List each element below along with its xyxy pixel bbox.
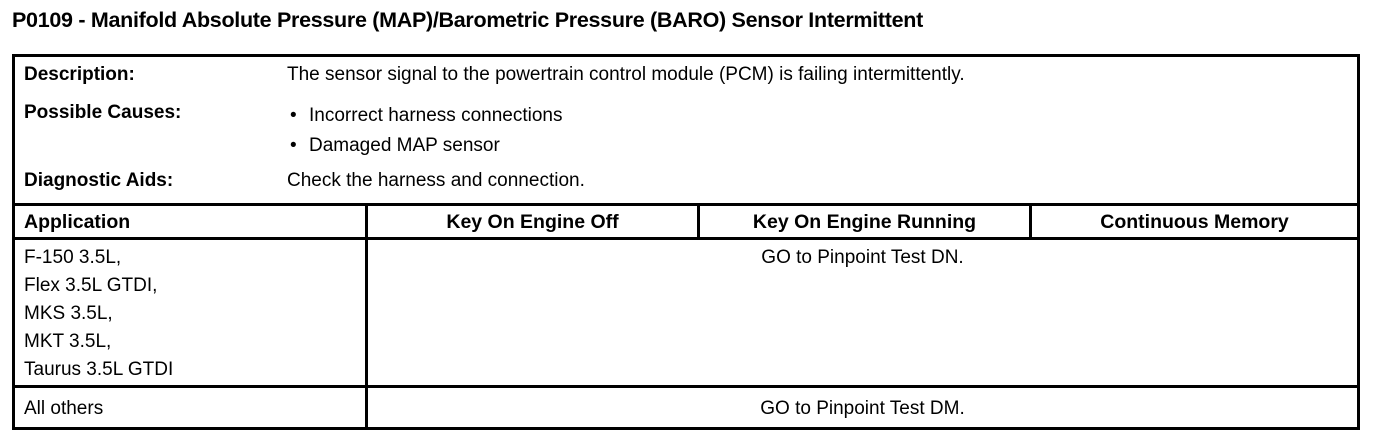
column-header-continuous-memory: Continuous Memory — [1100, 210, 1289, 233]
list-item: MKT 3.5L, — [24, 331, 112, 352]
diagnostic-aids-row: Diagnostic Aids: Check the harness and c… — [15, 169, 1357, 193]
page-title: P0109 - Manifold Absolute Pressure (MAP)… — [12, 8, 923, 32]
cell-action-merged: GO to Pinpoint Test DM. — [760, 397, 965, 419]
description-row: Description: The sensor signal to the po… — [15, 63, 1357, 87]
possible-causes-label: Possible Causes: — [24, 102, 182, 123]
results-grid: Application Key On Engine Off Key On Eng… — [15, 203, 1357, 429]
list-item: F-150 3.5L, — [24, 247, 122, 268]
table-row: All others GO to Pinpoint Test DM. — [15, 388, 1357, 429]
info-block: Description: The sensor signal to the po… — [15, 57, 1357, 203]
bullet-icon: • — [290, 135, 297, 156]
table-row: F-150 3.5L, Flex 3.5L GTDI, MKS 3.5L, MK… — [15, 240, 1357, 388]
column-header-key-on-engine-off: Key On Engine Off — [368, 206, 700, 237]
description-value: The sensor signal to the powertrain cont… — [287, 64, 965, 85]
list-item-label: Incorrect harness connections — [309, 105, 563, 126]
table-header-row: Application Key On Engine Off Key On Eng… — [15, 203, 1357, 240]
cell-action-merged: GO to Pinpoint Test DN. — [761, 247, 964, 268]
bullet-icon: • — [290, 105, 297, 126]
list-item: MKS 3.5L, — [24, 303, 113, 324]
list-item-label: Damaged MAP sensor — [309, 135, 500, 156]
description-label: Description: — [24, 64, 135, 85]
diagnostic-aids-value: Check the harness and connection. — [287, 170, 585, 191]
application-list: F-150 3.5L, Flex 3.5L GTDI, MKS 3.5L, MK… — [24, 244, 173, 384]
list-item: Taurus 3.5L GTDI — [24, 359, 174, 380]
list-item: • Incorrect harness connections — [287, 101, 1357, 131]
dtc-table: Description: The sensor signal to the po… — [12, 54, 1360, 430]
diagnostic-aids-label: Diagnostic Aids: — [24, 170, 174, 191]
cell-application: All others — [15, 388, 368, 429]
possible-causes-row: Possible Causes: • Incorrect harness con… — [15, 101, 1357, 161]
list-item: Flex 3.5L GTDI, — [24, 275, 158, 296]
possible-causes-value: • Incorrect harness connections • Damage… — [287, 101, 1357, 161]
possible-causes-list: • Incorrect harness connections • Damage… — [287, 101, 1357, 161]
list-item: • Damaged MAP sensor — [287, 131, 1357, 161]
column-header-application: Application — [15, 206, 368, 237]
cell-application-list: F-150 3.5L, Flex 3.5L GTDI, MKS 3.5L, MK… — [15, 240, 368, 385]
column-header-key-on-engine-running: Key On Engine Running — [700, 206, 1032, 237]
